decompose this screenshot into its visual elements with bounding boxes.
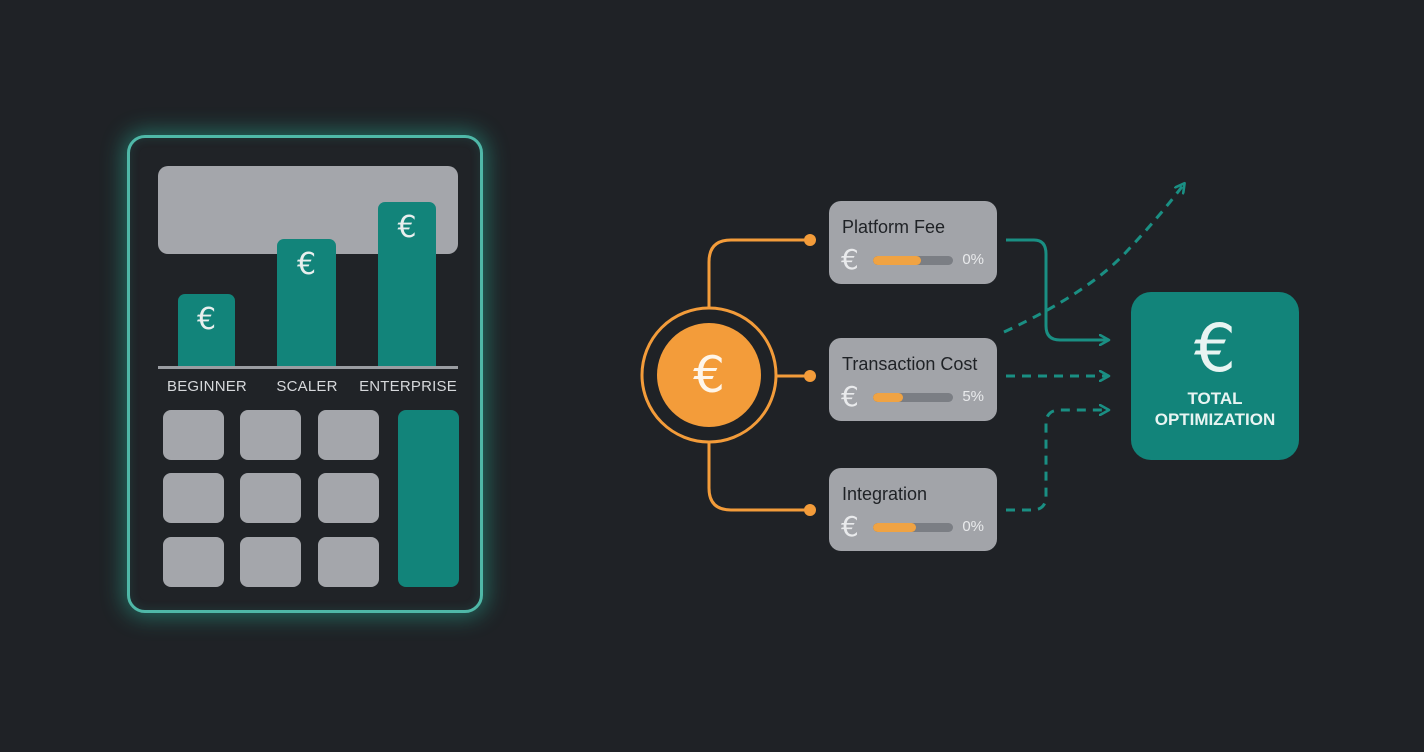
tier-label-enterprise: ENTERPRISE	[359, 378, 457, 395]
cost-progress-bar	[873, 393, 953, 402]
flow-platform-fee	[1006, 238, 1108, 340]
cost-card-integration: Integration € 0%	[829, 468, 997, 551]
calculator-key	[318, 410, 379, 460]
tier-label-scaler: SCALER	[276, 378, 338, 395]
chart-baseline	[158, 366, 458, 369]
cost-progress-bar	[873, 523, 953, 532]
cost-percent: 5%	[962, 388, 984, 405]
branch-dot	[804, 504, 816, 516]
calculator-key	[163, 537, 224, 587]
tier-label-beginner: BEGINNER	[167, 378, 247, 395]
branch-platform-fee	[707, 238, 810, 308]
branch-dot	[804, 234, 816, 246]
calculator-key	[163, 410, 224, 460]
cost-title: Platform Fee	[842, 217, 946, 237]
growth-arrow	[1003, 184, 1184, 334]
euro-icon: €	[841, 243, 859, 276]
calculator-key	[163, 473, 224, 523]
euro-icon: €	[841, 380, 859, 413]
cost-percent: 0%	[962, 518, 984, 535]
cost-progress-fill	[873, 393, 903, 402]
total-optimization-card: € TOTAL OPTIMIZATION	[1131, 292, 1299, 460]
tier-bar-enterprise: €	[378, 202, 436, 366]
calculator-equals-key	[398, 410, 459, 587]
euro-icon: €	[1194, 310, 1236, 387]
branch-dot	[804, 370, 816, 382]
cost-title: Transaction Cost	[842, 354, 978, 374]
calculator-key	[318, 537, 379, 587]
branch-integration	[707, 442, 810, 512]
euro-icon: €	[397, 210, 417, 245]
euro-icon: €	[196, 302, 217, 337]
cost-progress-fill	[873, 523, 917, 532]
calculator-key	[240, 537, 301, 587]
euro-icon: €	[693, 346, 725, 404]
calculator-illustration: € € € BEGINNER SCALER ENTERPRISE	[127, 135, 483, 613]
euro-icon: €	[841, 510, 859, 543]
total-optimization-label: TOTAL OPTIMIZATION	[1154, 389, 1276, 429]
tier-bar-beginner: €	[178, 294, 235, 366]
calculator-key	[240, 473, 301, 523]
euro-icon: €	[296, 247, 317, 282]
cost-card-platform-fee: Platform Fee € 0%	[829, 201, 997, 284]
tier-bar-scaler: €	[277, 239, 336, 366]
cost-progress-fill	[873, 256, 921, 265]
flow-integration	[1006, 410, 1108, 512]
cost-title: Integration	[842, 484, 928, 504]
source-euro-node: €	[657, 323, 761, 427]
cost-card-transaction-cost: Transaction Cost € 5%	[829, 338, 997, 421]
calculator-key	[318, 473, 379, 523]
calculator-key	[240, 410, 301, 460]
cost-progress-bar	[873, 256, 953, 265]
cost-percent: 0%	[962, 251, 984, 268]
